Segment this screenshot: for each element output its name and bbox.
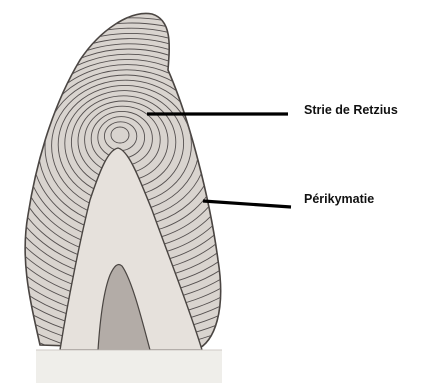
label-perikymatie: Périkymatie: [304, 192, 374, 206]
cervical-band: [36, 350, 222, 383]
perikymatie-leader-line: [203, 201, 291, 207]
label-strie-de-retzius: Strie de Retzius: [304, 103, 398, 117]
